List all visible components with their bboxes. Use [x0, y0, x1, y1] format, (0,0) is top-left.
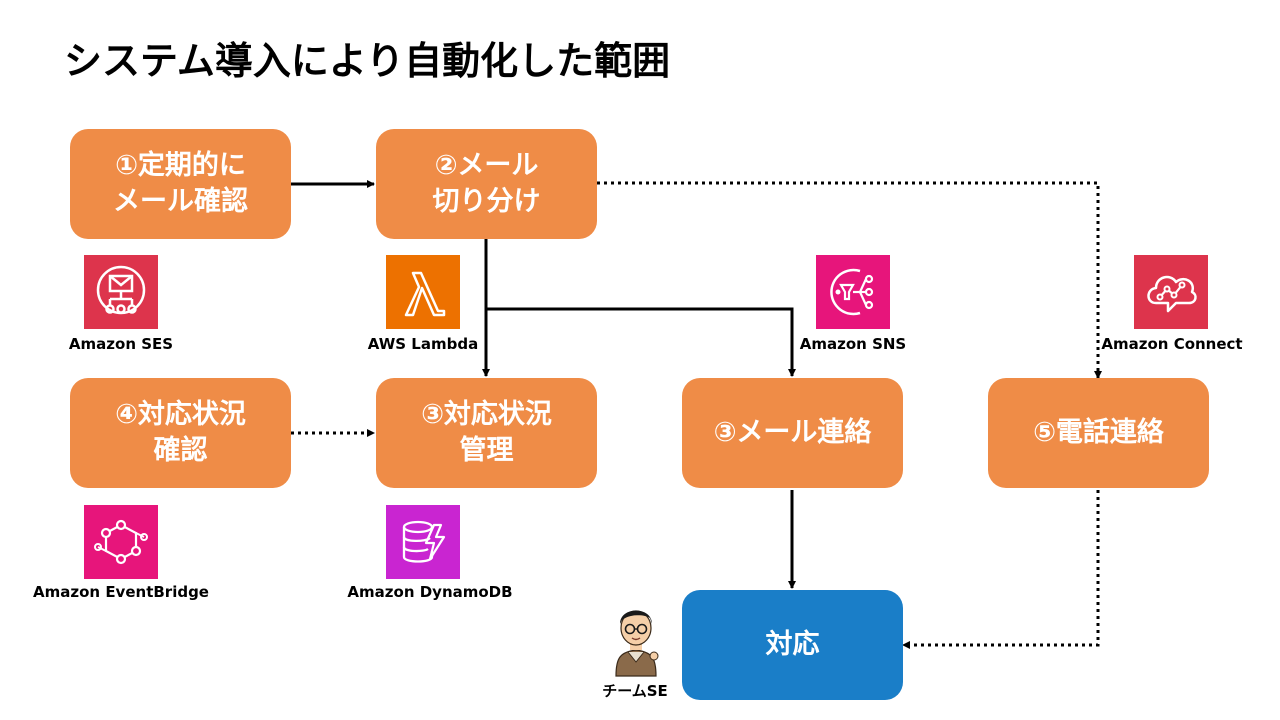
step-status-manage-line2: 管理 [459, 435, 514, 466]
ses-email-icon [84, 255, 158, 329]
step-check-mail-line2: メール確認 [113, 186, 248, 217]
lambda-icon [386, 255, 460, 329]
connect-icon [1134, 255, 1208, 329]
dynamodb-label: Amazon DynamoDB [347, 583, 513, 601]
step-respond: 対応 [682, 590, 903, 700]
step-sort-mail-line1: ②メール [434, 149, 539, 181]
step-phone-notify-label: ⑤電話連絡 [1033, 416, 1164, 448]
page-title: システム導入により自動化した範囲 [64, 39, 671, 83]
ses-label: Amazon SES [68, 335, 174, 353]
step-status-manage-line1: ③対応状況 [421, 398, 552, 430]
step-status-check-line1: ④対応状況 [115, 398, 246, 430]
step-phone-notify: ⑤電話連絡 [988, 378, 1209, 488]
step-mail-notify: ③メール連絡 [682, 378, 903, 488]
arrow-sort-to-mail [486, 307, 796, 377]
connect-label: Amazon Connect [1101, 335, 1243, 353]
eventbridge-label: Amazon EventBridge [33, 583, 209, 601]
step-check-mail-line1: ①定期的に [115, 149, 246, 181]
step-sort-mail: ②メール 切り分け [376, 129, 597, 239]
sns-label: Amazon SNS [799, 335, 907, 353]
step-sort-mail-line2: 切り分け [432, 186, 541, 217]
person-label: チームSE [602, 682, 668, 700]
engineer-person-icon [608, 598, 664, 678]
step-status-manage: ③対応状況 管理 [376, 378, 597, 488]
step-respond-label: 対応 [765, 628, 820, 660]
dynamodb-icon [386, 505, 460, 579]
eventbridge-icon [84, 505, 158, 579]
arrow-sort-to-phone [597, 181, 1102, 379]
sns-icon [816, 255, 890, 329]
lambda-label: AWS Lambda [367, 335, 479, 353]
step-check-mail: ①定期的に メール確認 [70, 129, 291, 239]
arrow-phone-to-respond [902, 490, 1100, 649]
step-status-check-line2: 確認 [153, 435, 208, 466]
step-mail-notify-label: ③メール連絡 [713, 416, 872, 448]
step-status-check: ④対応状況 確認 [70, 378, 291, 488]
